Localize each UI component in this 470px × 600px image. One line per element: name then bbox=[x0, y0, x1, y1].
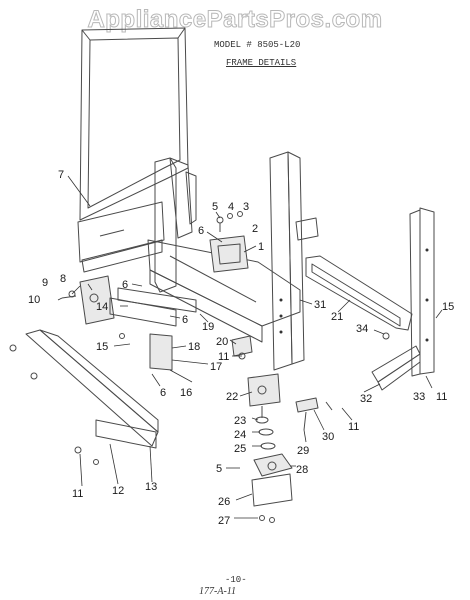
callout-23: 23 bbox=[234, 415, 246, 427]
part-21-rear-rail bbox=[305, 255, 413, 331]
part-left-upright bbox=[154, 157, 197, 293]
callout-26: 26 bbox=[218, 496, 230, 508]
model-number: MODEL # 8505-L20 bbox=[214, 40, 301, 50]
part-12-13-side-rails bbox=[25, 329, 159, 449]
callout-2: 2 bbox=[252, 223, 258, 235]
part-1-bracket bbox=[209, 235, 249, 273]
parts-23-24-25-stack bbox=[255, 406, 276, 450]
left-screws bbox=[9, 333, 125, 465]
callout-32: 32 bbox=[360, 393, 372, 405]
part-cross-beam bbox=[147, 239, 301, 343]
callout-13: 13 bbox=[145, 481, 157, 493]
callout-6: 6 bbox=[198, 225, 204, 237]
part-7-panel bbox=[79, 27, 189, 221]
callout-11: 11 bbox=[436, 391, 447, 403]
callout-7: 7 bbox=[58, 169, 64, 181]
callout-15: 15 bbox=[442, 301, 454, 313]
callout-31: 31 bbox=[314, 299, 326, 311]
callout-5: 5 bbox=[212, 201, 218, 213]
drawing-code: 177-A-11 bbox=[199, 586, 237, 597]
part-28-plate bbox=[253, 453, 293, 477]
part-8-hinge bbox=[61, 275, 115, 325]
callout-15: 15 bbox=[96, 341, 108, 353]
parts-3-4-5-screws bbox=[216, 211, 243, 232]
callout-12: 12 bbox=[112, 485, 124, 497]
callout-29: 29 bbox=[297, 445, 309, 457]
callout-21: 21 bbox=[331, 311, 343, 323]
callout-14: 14 bbox=[96, 301, 108, 313]
part-22-latch bbox=[247, 373, 281, 407]
callout-20: 20 bbox=[216, 336, 228, 348]
callout-24: 24 bbox=[234, 429, 246, 441]
part-29-30-hardware bbox=[295, 397, 333, 431]
callout-1: 1 bbox=[258, 241, 264, 253]
part-14-rail bbox=[109, 287, 197, 371]
callout-11: 11 bbox=[218, 351, 229, 363]
part-34-stud bbox=[382, 332, 390, 340]
callout-22: 22 bbox=[226, 391, 238, 403]
diagram-title: FRAME DETAILS bbox=[226, 58, 297, 68]
callout-10: 10 bbox=[28, 294, 40, 306]
callout-9: 9 bbox=[42, 277, 48, 289]
part-32-bottom-rail bbox=[371, 345, 421, 391]
callout-8: 8 bbox=[60, 273, 66, 285]
callout-11: 11 bbox=[72, 488, 83, 500]
callout-3: 3 bbox=[243, 201, 249, 213]
callout-labels: 7 5 4 3 2 6 1 9 8 6 10 14 6 19 31 21 15 … bbox=[28, 169, 454, 527]
part-front-kick-panel bbox=[77, 201, 165, 273]
leader-lines bbox=[57, 175, 443, 519]
part-33-rear-post bbox=[409, 207, 435, 377]
callout-16: 16 bbox=[180, 387, 192, 399]
part-31-upright bbox=[269, 151, 319, 371]
callout-6: 6 bbox=[182, 314, 188, 326]
callout-28: 28 bbox=[296, 464, 308, 476]
callout-5: 5 bbox=[216, 463, 222, 475]
callout-17: 17 bbox=[210, 361, 222, 373]
callout-34: 34 bbox=[356, 323, 368, 335]
part-20-clip bbox=[231, 335, 253, 360]
callout-19: 19 bbox=[202, 321, 214, 333]
part-26-bracket bbox=[251, 473, 293, 523]
callout-4: 4 bbox=[228, 201, 234, 213]
callout-27: 27 bbox=[218, 515, 230, 527]
callout-6: 6 bbox=[122, 279, 128, 291]
callout-11: 11 bbox=[348, 421, 359, 433]
callout-33: 33 bbox=[413, 391, 425, 403]
callout-18: 18 bbox=[188, 341, 200, 353]
callout-25: 25 bbox=[234, 443, 246, 455]
page-number: -10- bbox=[225, 575, 247, 585]
callout-6: 6 bbox=[160, 387, 166, 399]
callout-30: 30 bbox=[322, 431, 334, 443]
